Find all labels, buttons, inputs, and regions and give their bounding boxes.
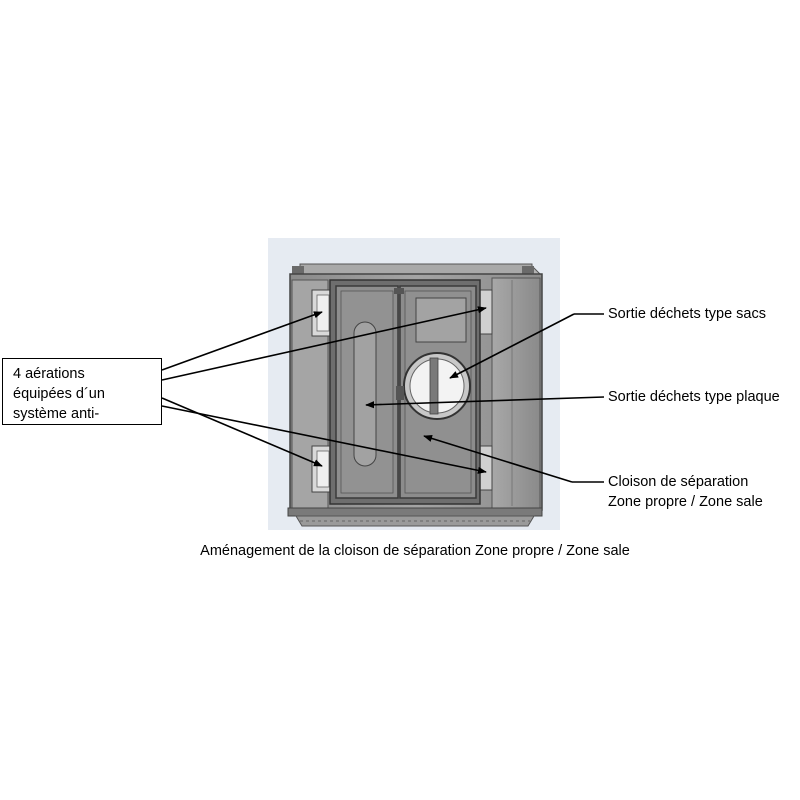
- sortie-plaque-label: Sortie déchets type plaque: [608, 389, 780, 405]
- cloison-label-line-2: Zone propre / Zone sale: [608, 494, 763, 510]
- aeration-label-line-2: équipées d´un: [13, 386, 105, 402]
- aeration-callout-box: 4 aérations équipées d´un système anti-: [2, 358, 162, 425]
- arrow-aeration-top-left: [161, 311, 323, 371]
- arrow-aeration-bottom-left: [161, 397, 323, 467]
- cloison-label-line-1: Cloison de séparation: [608, 474, 749, 490]
- aeration-label-line-3: système anti-: [13, 406, 100, 422]
- arrow-aeration-top-right: [161, 306, 487, 381]
- aeration-label-line-1: 4 aérations: [13, 366, 85, 382]
- arrow-aeration-bottom-right: [161, 405, 487, 474]
- sortie-sacs-label: Sortie déchets type sacs: [608, 306, 766, 322]
- cabinet-illustration: [287, 263, 543, 527]
- cloison-label: Cloison de séparation Zone propre / Zone…: [608, 472, 763, 512]
- figure-caption: Aménagement de la cloison de séparation …: [200, 543, 630, 559]
- arrow-sortie-plaque: [365, 396, 605, 409]
- callout-arrows: [161, 306, 605, 483]
